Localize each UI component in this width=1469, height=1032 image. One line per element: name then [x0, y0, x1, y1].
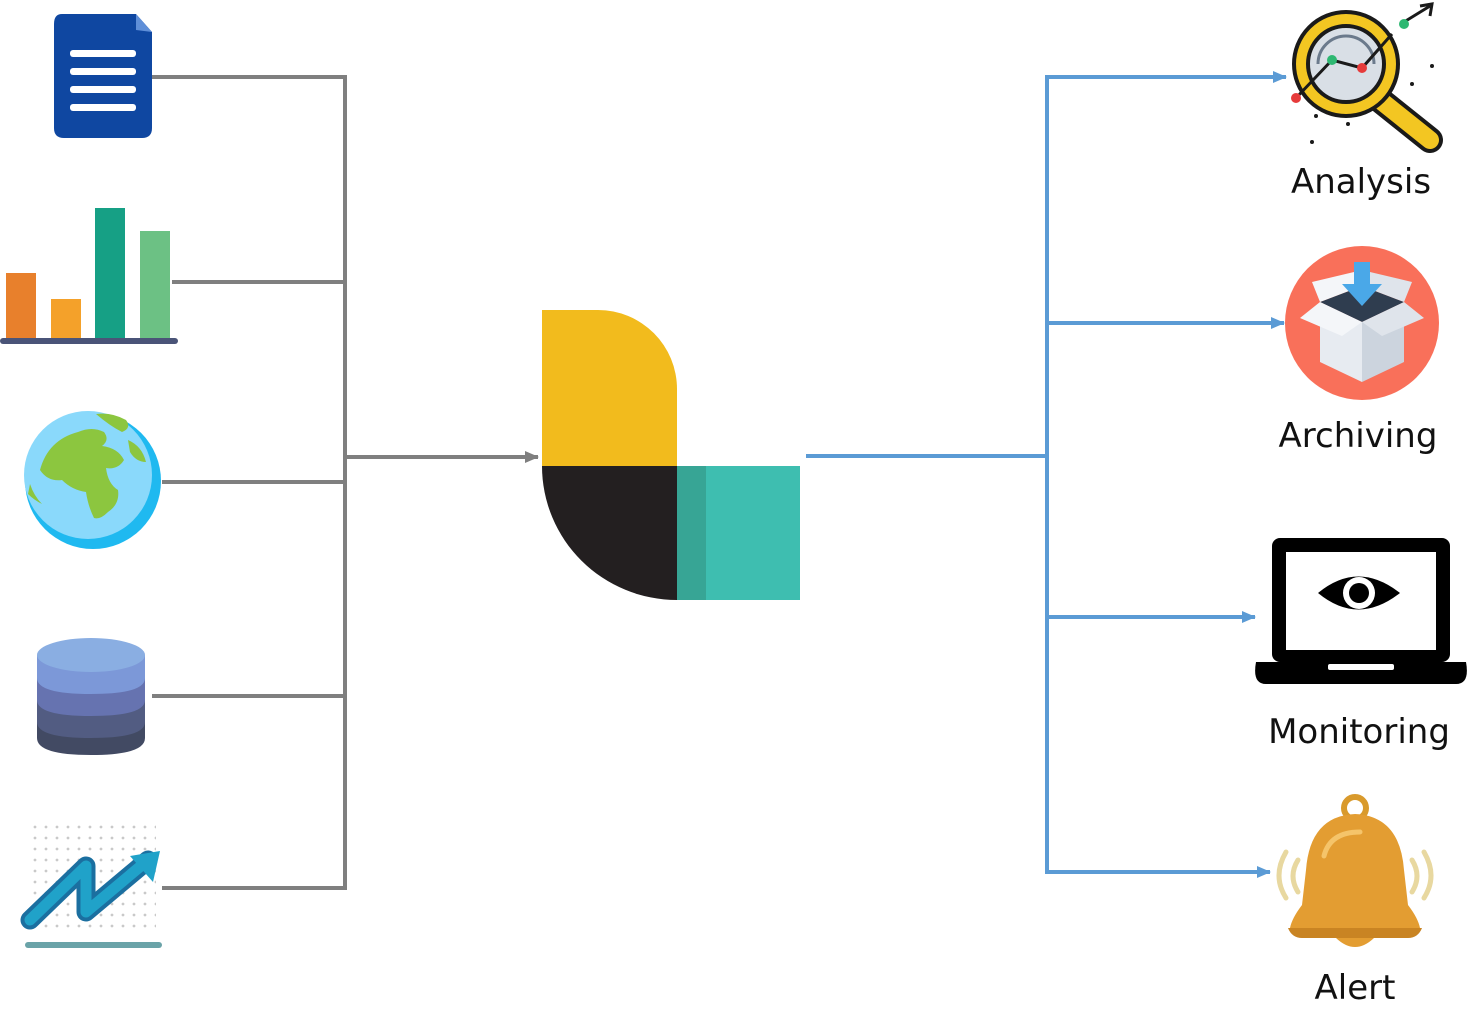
monitoring-label: Monitoring	[1268, 712, 1450, 752]
input-connectors	[152, 75, 539, 890]
analysis-label: Analysis	[1290, 162, 1432, 202]
archiving-label: Archiving	[1278, 416, 1438, 456]
document-icon	[54, 14, 152, 138]
analysis-icon	[1291, 2, 1443, 153]
output-connectors	[806, 71, 1287, 878]
globe-icon	[24, 411, 161, 549]
elastic-logo-icon	[542, 310, 800, 600]
archiving-icon	[1285, 246, 1439, 400]
alert-icon	[1276, 794, 1434, 947]
bar-chart-icon	[0, 208, 178, 344]
monitoring-icon	[1255, 538, 1467, 684]
database-icon	[37, 638, 145, 755]
alert-label: Alert	[1314, 968, 1396, 1008]
trend-arrow-icon	[20, 824, 162, 948]
